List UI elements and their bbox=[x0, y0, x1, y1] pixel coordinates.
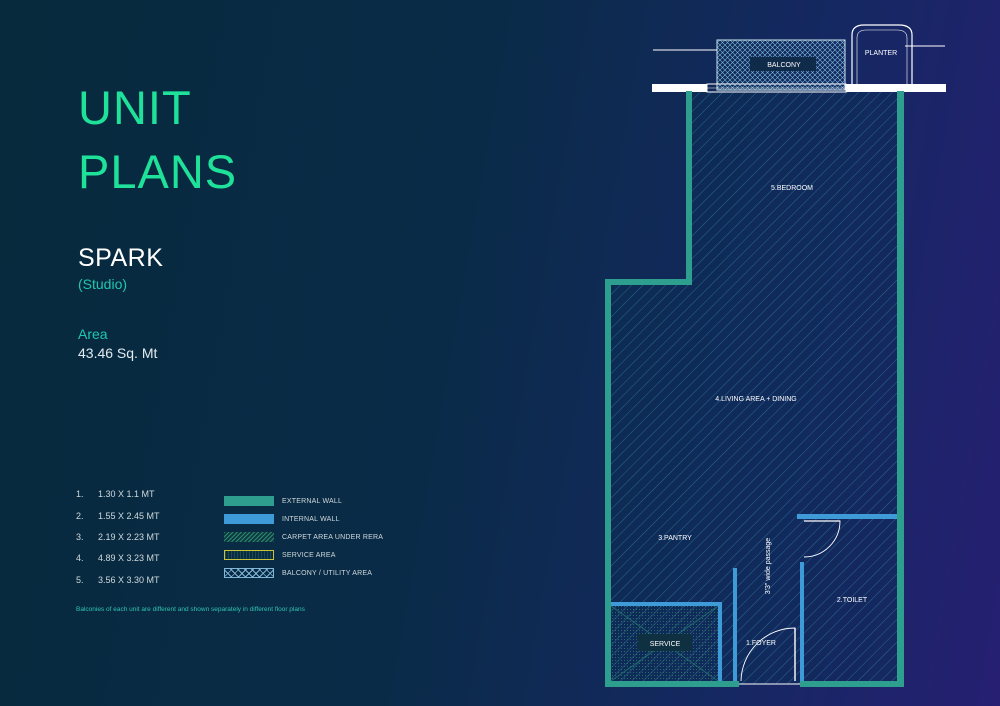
dimension-size: 1.55 X 2.45 MT bbox=[98, 511, 160, 521]
legend-label: EXTERNAL WALL bbox=[282, 497, 343, 505]
dimension-size: 4.89 X 3.23 MT bbox=[98, 553, 160, 563]
dimension-number: 3. bbox=[76, 532, 84, 542]
planter-inner bbox=[856, 29, 908, 86]
external-wall-swatch bbox=[224, 496, 274, 506]
legend-service-area: SERVICE AREA bbox=[224, 549, 336, 561]
legend-label: BALCONY / UTILITY AREA bbox=[282, 569, 373, 577]
dimension-number: 1. bbox=[76, 489, 84, 499]
foyer-door-swing bbox=[740, 627, 796, 682]
legend-carpet-area: CARPET AREA UNDER RERA bbox=[224, 531, 383, 543]
dimension-size: 3.56 X 3.30 MT bbox=[98, 575, 160, 585]
toilet-label: 2.TOILET bbox=[837, 597, 868, 604]
toilet-door-swing bbox=[803, 520, 841, 558]
living-label: 4.LIVING AREA + DINING bbox=[715, 396, 797, 403]
dimension-number: 5. bbox=[76, 575, 84, 585]
foyer-label: 1.FOYER bbox=[746, 640, 776, 647]
internal-wall bbox=[611, 514, 897, 681]
legend-label: INTERNAL WALL bbox=[282, 515, 340, 523]
slab-left bbox=[652, 84, 707, 92]
bedroom-label: 5.BEDROOM bbox=[771, 185, 813, 192]
area-value: 43.46 Sq. Mt bbox=[78, 345, 158, 361]
dimension-size: 2.19 X 2.23 MT bbox=[98, 532, 160, 542]
balcony-label: BALCONY bbox=[767, 62, 801, 69]
title-line-1: UNIT bbox=[78, 81, 192, 134]
title-line-2: PLANS bbox=[78, 145, 238, 198]
dimension-number: 4. bbox=[76, 553, 84, 563]
service-label-bg bbox=[638, 634, 692, 651]
dimension-item-3: 3. 2.19 X 2.23 MT bbox=[76, 532, 160, 542]
carpet-hatch bbox=[608, 91, 903, 684]
dimension-number: 2. bbox=[76, 511, 84, 521]
external-wall bbox=[605, 91, 904, 687]
unit-name: SPARK bbox=[78, 244, 164, 272]
area-label: Area bbox=[78, 326, 108, 342]
planter bbox=[851, 24, 913, 88]
planter-label: PLANTER bbox=[865, 50, 897, 57]
legend-internal-wall: INTERNAL WALL bbox=[224, 513, 340, 525]
dimension-item-4: 4. 4.89 X 3.23 MT bbox=[76, 553, 160, 563]
legend-balcony-area: BALCONY / UTILITY AREA bbox=[224, 567, 372, 579]
dimension-size: 1.30 X 1.1 MT bbox=[98, 489, 155, 499]
dimension-item-2: 2. 1.55 X 2.45 MT bbox=[76, 511, 160, 521]
slab-right bbox=[846, 84, 946, 92]
balcony-area-swatch bbox=[224, 568, 274, 578]
dimension-item-5: 5. 3.56 X 3.30 MT bbox=[76, 575, 160, 585]
internal-wall-swatch bbox=[224, 514, 274, 524]
passage-label: 3'3" wide passage bbox=[765, 538, 772, 594]
balcony-note: Balconies of each unit are different and… bbox=[76, 606, 305, 613]
legend-label: CARPET AREA UNDER RERA bbox=[282, 533, 384, 541]
service-area-swatch bbox=[224, 550, 274, 560]
legend-label: SERVICE AREA bbox=[282, 551, 336, 559]
dimension-item-1: 1. 1.30 X 1.1 MT bbox=[76, 489, 155, 499]
balcony-label-bg bbox=[750, 57, 816, 71]
unit-type: (Studio) bbox=[78, 276, 128, 292]
pantry-label: 3.PANTRY bbox=[658, 535, 692, 542]
carpet-area-swatch bbox=[224, 532, 274, 542]
service-label: SERVICE bbox=[650, 641, 681, 648]
legend-external-wall: EXTERNAL WALL bbox=[224, 495, 342, 507]
